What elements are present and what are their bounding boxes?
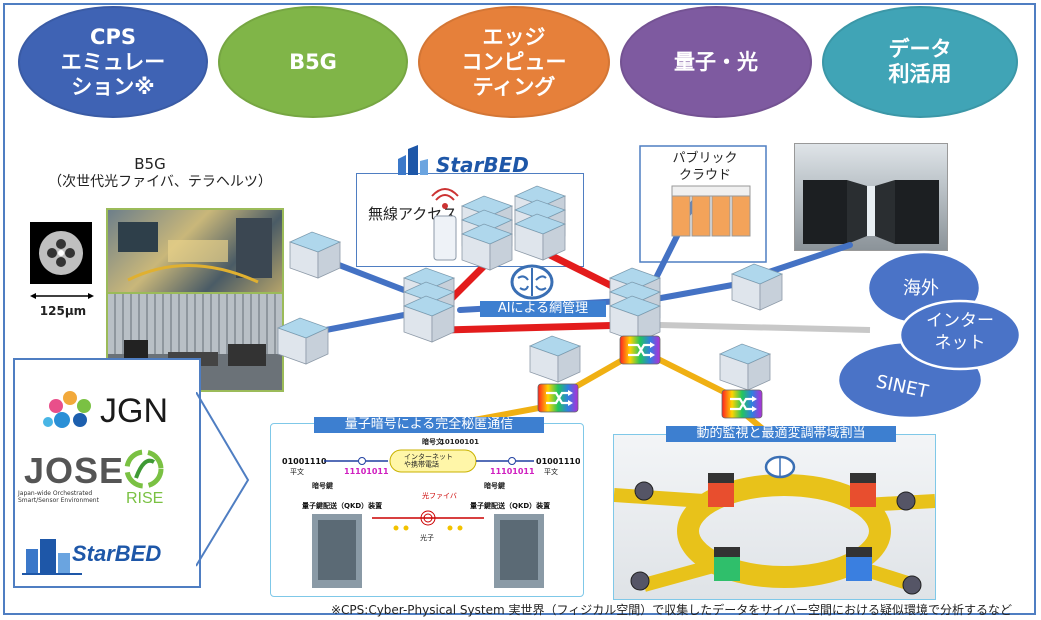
starbed-building-icon (22, 539, 82, 575)
starbed-logo-bottom: StarBED (22, 535, 184, 575)
svg-text:量子鍵配送（QKD）装置: 量子鍵配送（QKD）装置 (302, 501, 382, 510)
svg-text:StarBED: StarBED (436, 153, 529, 177)
svg-text:インターネットや携帯電話: インターネットや携帯電話 (404, 452, 453, 469)
svg-text:平文: 平文 (544, 467, 558, 476)
svg-text:光ファイバ: 光ファイバ (422, 491, 457, 500)
monitor-box (613, 434, 936, 600)
fiber-crosssection-image (30, 222, 92, 284)
svg-text:光子: 光子 (420, 533, 434, 542)
datacenter-photo (794, 143, 948, 251)
qkd-diagram: 暗号文 10100101 01001110 平文 インターネットや携帯電話 01… (282, 437, 580, 588)
internet-cloud (836, 250, 1022, 420)
internet-label: インター ネット (926, 311, 994, 353)
svg-text:11101011: 11101011 (344, 467, 389, 476)
jose-logo-text: JOSE (24, 450, 125, 491)
rise-logo-text: RISE (126, 490, 164, 507)
ai-network-management-label: AIによる網管理 (480, 301, 606, 317)
theme-quantum: 量子・光 (620, 6, 812, 118)
b5g-caption-subtitle: （次世代光ファイバ、テラヘルツ） (48, 174, 272, 190)
svg-text:01001110: 01001110 (282, 457, 327, 466)
svg-text:暗号鍵: 暗号鍵 (484, 481, 505, 490)
svg-text:10100101: 10100101 (440, 438, 479, 446)
wireless-ap-icon (431, 188, 459, 261)
theme-edge: エッジ コンピュー ティング (418, 6, 610, 118)
starbed-logo-top: StarBED (398, 145, 529, 177)
jgn-logo-text: JGN (100, 392, 168, 430)
outer-frame (3, 3, 1036, 615)
public-cloud-servers (671, 185, 751, 237)
theme-data: データ 利活用 (822, 6, 1018, 118)
jose-logo-subtitle: Japan-wide Orchestrated Smart/Sensor Env… (18, 490, 99, 504)
rise-logo-icon (124, 449, 164, 489)
jgn-logo-icon (43, 391, 91, 428)
svg-text:平文: 平文 (290, 467, 304, 476)
b5g-caption-title: B5G (134, 155, 166, 173)
ai-brain-icon (510, 264, 554, 300)
fiber-scale-label: 125μm (39, 304, 87, 318)
theme-b5g: B5G (218, 6, 408, 118)
svg-text:01001110: 01001110 (536, 457, 580, 466)
monitor-title: 動的監視と最適変調帯域割当 (666, 426, 896, 442)
overseas-label: 海外 (903, 278, 939, 299)
public-cloud-box (639, 145, 767, 263)
callout-arrow (196, 392, 250, 567)
footnote: ※CPS:Cyber-Physical System 実世界（フィジカル空間）で… (331, 603, 1013, 617)
theme-cps: CPS エミュレー ション※ (18, 6, 208, 118)
svg-text:暗号文: 暗号文 (422, 437, 444, 446)
public-cloud-label: パブリック クラウド (672, 151, 738, 183)
ring-network-illustration (614, 455, 935, 595)
svg-text:暗号鍵: 暗号鍵 (312, 481, 333, 490)
svg-text:量子鍵配送（QKD）装置: 量子鍵配送（QKD）装置 (470, 501, 550, 510)
scale-bar (30, 293, 94, 299)
svg-text:11101011: 11101011 (490, 467, 535, 476)
quantum-crypto-title: 量子暗号による完全秘匿通信 (314, 417, 544, 433)
